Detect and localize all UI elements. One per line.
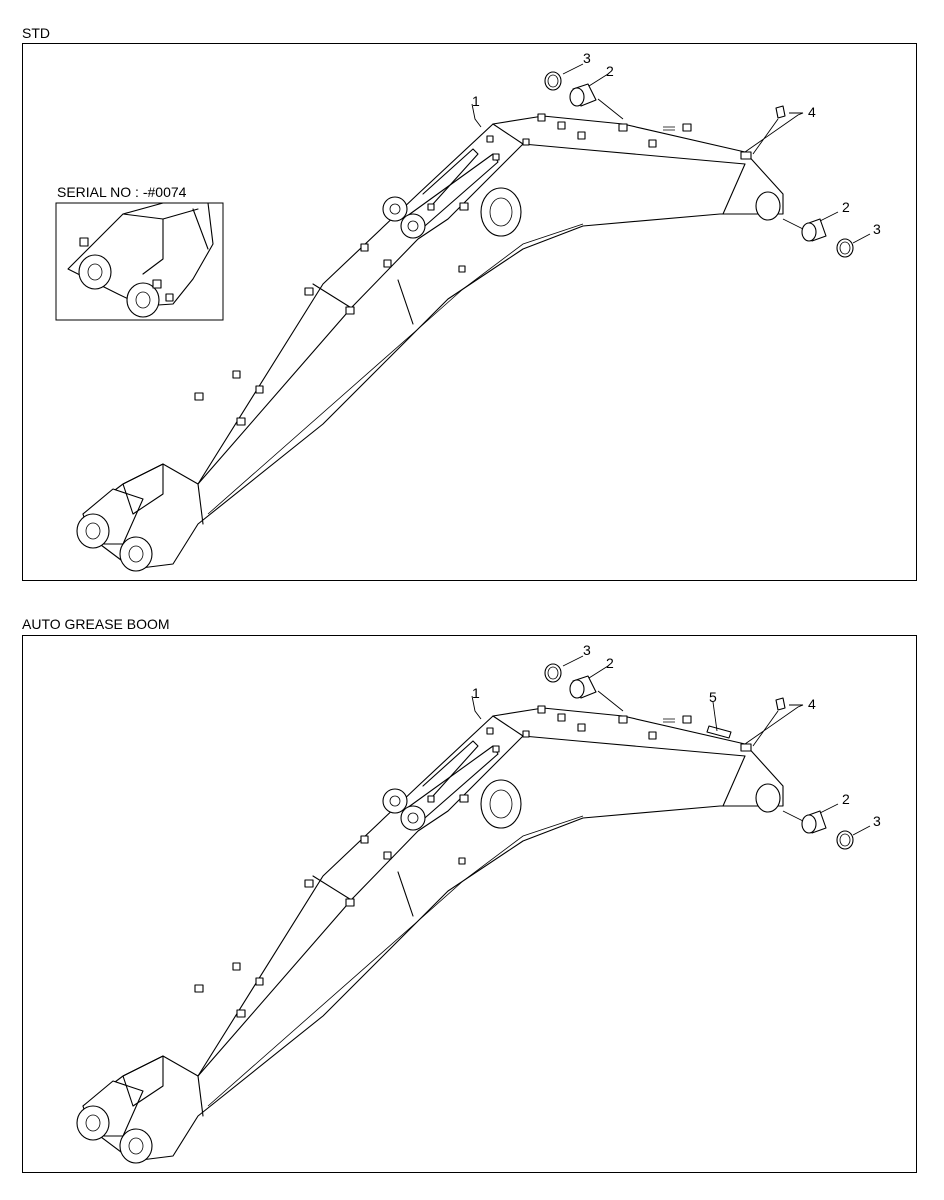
- callout-bushing-right: 2: [842, 199, 850, 215]
- seal-ring-top: [544, 663, 562, 683]
- callout-hose: 5: [709, 689, 717, 705]
- std-boom-drawing: 1 3 2 4 2 3 SERIAL NO : -#0074: [55, 50, 881, 572]
- callout-fitting: 4: [808, 696, 816, 712]
- boom-body: [76, 705, 784, 1164]
- auto-grease-boom-drawing: 1 3 2 4 5 2 3: [76, 642, 881, 1164]
- serial-inset: [55, 202, 224, 321]
- seal-ring-right: [836, 830, 854, 850]
- section-title-auto-grease: AUTO GREASE BOOM: [22, 616, 170, 632]
- bushing-right: [801, 810, 827, 834]
- seal-ring-top: [544, 71, 562, 91]
- callout-seal-top: 3: [583, 642, 591, 658]
- boom-body: [76, 113, 784, 572]
- grease-hose: [706, 725, 732, 739]
- callout-bushing-top: 2: [606, 63, 614, 79]
- callout-bushing-top: 2: [606, 655, 614, 671]
- bushing-right: [801, 218, 827, 242]
- bushing-top: [569, 83, 597, 107]
- grease-fitting: [775, 697, 786, 711]
- auto-grease-diagram-panel: 1 3 2 4 5 2 3: [22, 635, 917, 1173]
- section-title-std: STD: [22, 25, 50, 41]
- bushing-top: [569, 675, 597, 699]
- seal-ring-right: [836, 238, 854, 258]
- std-diagram-panel: 1 3 2 4 2 3 SERIAL NO : -#0074: [22, 43, 917, 581]
- grease-fitting: [775, 105, 786, 119]
- callout-seal-right: 3: [873, 813, 881, 829]
- serial-inset-label: SERIAL NO : -#0074: [57, 184, 187, 200]
- callout-seal-top: 3: [583, 50, 591, 66]
- callout-boom: 1: [472, 93, 480, 109]
- callout-seal-right: 3: [873, 221, 881, 237]
- callout-bushing-right: 2: [842, 791, 850, 807]
- callout-boom: 1: [472, 685, 480, 701]
- callout-fitting: 4: [808, 104, 816, 120]
